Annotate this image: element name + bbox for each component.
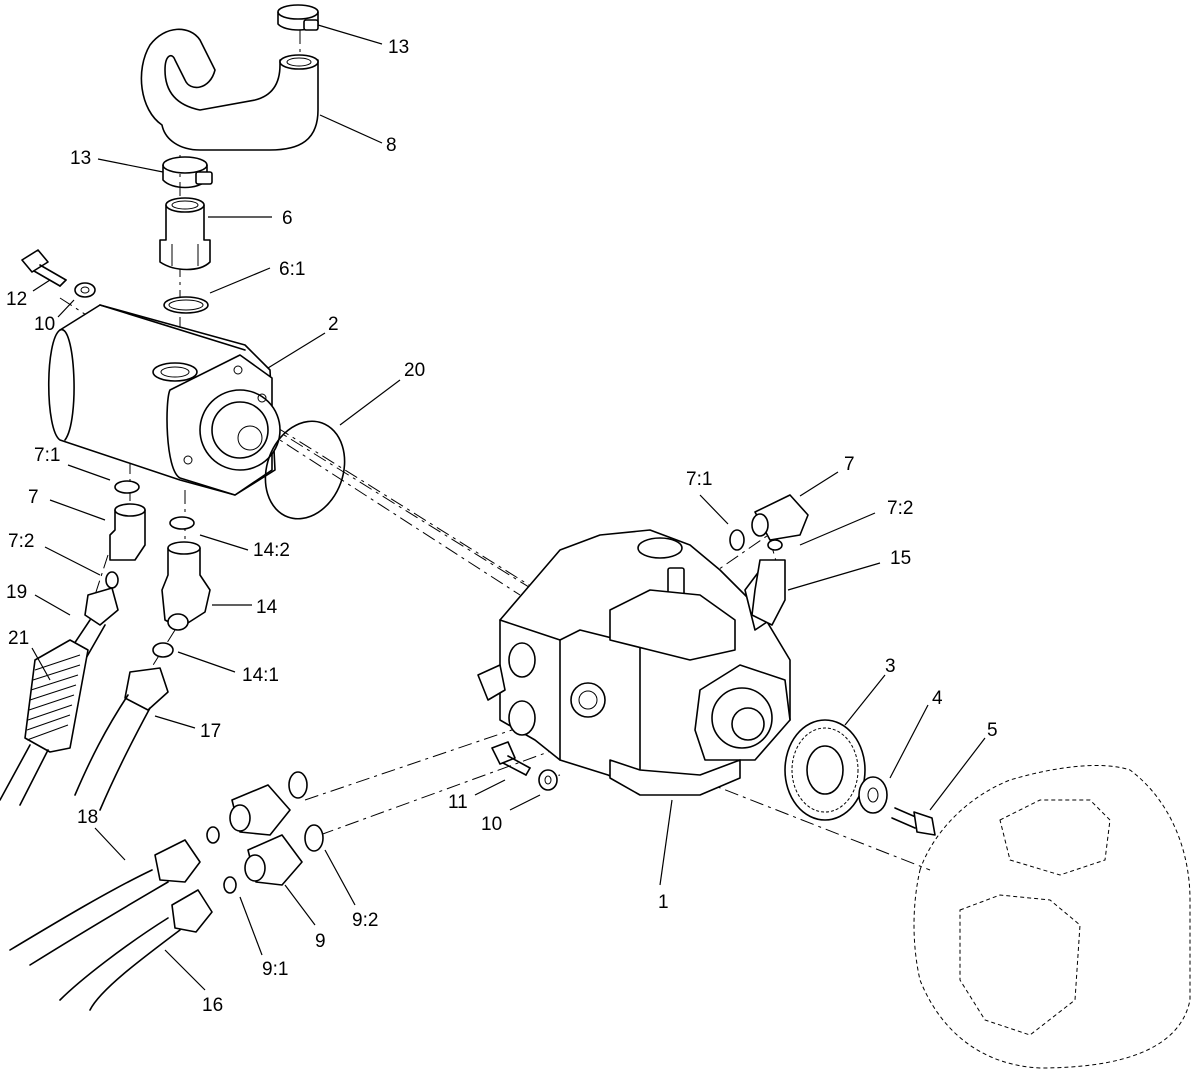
callout-20: 20 bbox=[404, 360, 425, 381]
o-ring-part-9-1-upper bbox=[206, 826, 220, 844]
hose-part-8 bbox=[140, 28, 319, 151]
washer-part-10-bottom bbox=[538, 769, 558, 791]
o-ring-part-7-1-right bbox=[729, 529, 745, 551]
callout-7-2-left: 7:2 bbox=[8, 531, 34, 552]
callout-18: 18 bbox=[77, 807, 98, 828]
callout-9: 9 bbox=[315, 931, 326, 952]
leader-lines bbox=[31, 24, 986, 991]
callout-5: 5 bbox=[987, 720, 998, 741]
o-ring-part-14-2 bbox=[169, 516, 195, 530]
callout-7-2-right: 7:2 bbox=[887, 498, 913, 519]
callout-labels: 13 8 13 6 6:1 12 10 2 20 7:1 7 7:2 19 21… bbox=[6, 37, 998, 1016]
callout-14-1: 14:1 bbox=[242, 665, 279, 686]
protective-sleeve-part-21 bbox=[0, 639, 89, 806]
callout-17: 17 bbox=[200, 721, 221, 742]
hose-clamp-part-13-top bbox=[277, 4, 319, 31]
o-ring-part-9-1 bbox=[223, 876, 237, 894]
callout-6: 6 bbox=[282, 208, 293, 229]
fitting-part-15 bbox=[751, 559, 786, 626]
callout-3: 3 bbox=[885, 656, 896, 677]
o-ring-part-6-1 bbox=[163, 296, 209, 314]
fitting-part-9 bbox=[244, 834, 303, 886]
callout-1: 1 bbox=[658, 892, 669, 913]
bolt-part-11 bbox=[491, 741, 531, 776]
o-ring-part-14-1 bbox=[152, 642, 174, 658]
callout-10-bottom: 10 bbox=[481, 814, 502, 835]
spacer-part-4 bbox=[858, 776, 888, 814]
gear-part-3 bbox=[784, 719, 866, 821]
o-ring-part-9-2-upper bbox=[288, 771, 308, 799]
callout-2: 2 bbox=[328, 314, 339, 335]
elbow-fitting-part-14 bbox=[161, 541, 211, 631]
o-ring-part-7-2-right bbox=[767, 539, 783, 551]
elbow-fitting-part-7-right bbox=[751, 494, 809, 541]
washer-part-10-top bbox=[74, 282, 96, 298]
hose-part-16 bbox=[59, 889, 213, 1011]
callout-7-left: 7 bbox=[28, 487, 39, 508]
callout-19: 19 bbox=[6, 582, 27, 603]
callout-14: 14 bbox=[256, 597, 278, 618]
callout-21: 21 bbox=[8, 628, 29, 649]
callout-4: 4 bbox=[932, 688, 943, 709]
hose-part-19 bbox=[69, 587, 119, 661]
elbow-fitting-part-7-left bbox=[109, 503, 146, 561]
o-ring-part-7-1-left bbox=[114, 480, 140, 494]
callout-12: 12 bbox=[6, 289, 27, 310]
hose-part-17 bbox=[74, 667, 169, 811]
callout-11: 11 bbox=[448, 792, 468, 813]
callout-7-1-right: 7:1 bbox=[686, 469, 712, 490]
callout-13-top: 13 bbox=[388, 37, 409, 58]
o-ring-part-7-2-left bbox=[105, 571, 119, 589]
fitting-part-6 bbox=[159, 197, 211, 271]
hose-clamp-part-13-mid bbox=[162, 156, 213, 189]
gear-pump-part-2 bbox=[47, 304, 281, 496]
o-ring-part-20 bbox=[264, 420, 346, 520]
bolt-part-12 bbox=[21, 249, 67, 287]
callout-8: 8 bbox=[386, 135, 397, 156]
callout-13-mid: 13 bbox=[70, 148, 91, 169]
callout-9-2: 9:2 bbox=[352, 910, 378, 931]
callout-6-1: 6:1 bbox=[279, 259, 305, 280]
callout-7-right: 7 bbox=[844, 454, 855, 475]
callout-7-1-left: 7:1 bbox=[34, 445, 60, 466]
callout-14-2: 14:2 bbox=[253, 540, 290, 561]
callout-15: 15 bbox=[890, 548, 911, 569]
callout-10-top: 10 bbox=[34, 314, 55, 335]
hose-part-18 bbox=[9, 839, 201, 966]
piston-pump-part-1 bbox=[477, 529, 791, 796]
fitting-part-9-upper bbox=[229, 784, 291, 836]
o-ring-part-9-2 bbox=[304, 824, 324, 852]
bolt-part-5 bbox=[891, 807, 936, 836]
callout-9-1: 9:1 bbox=[262, 959, 288, 980]
engine-housing-outline bbox=[913, 764, 1191, 1069]
callout-16: 16 bbox=[202, 995, 223, 1016]
